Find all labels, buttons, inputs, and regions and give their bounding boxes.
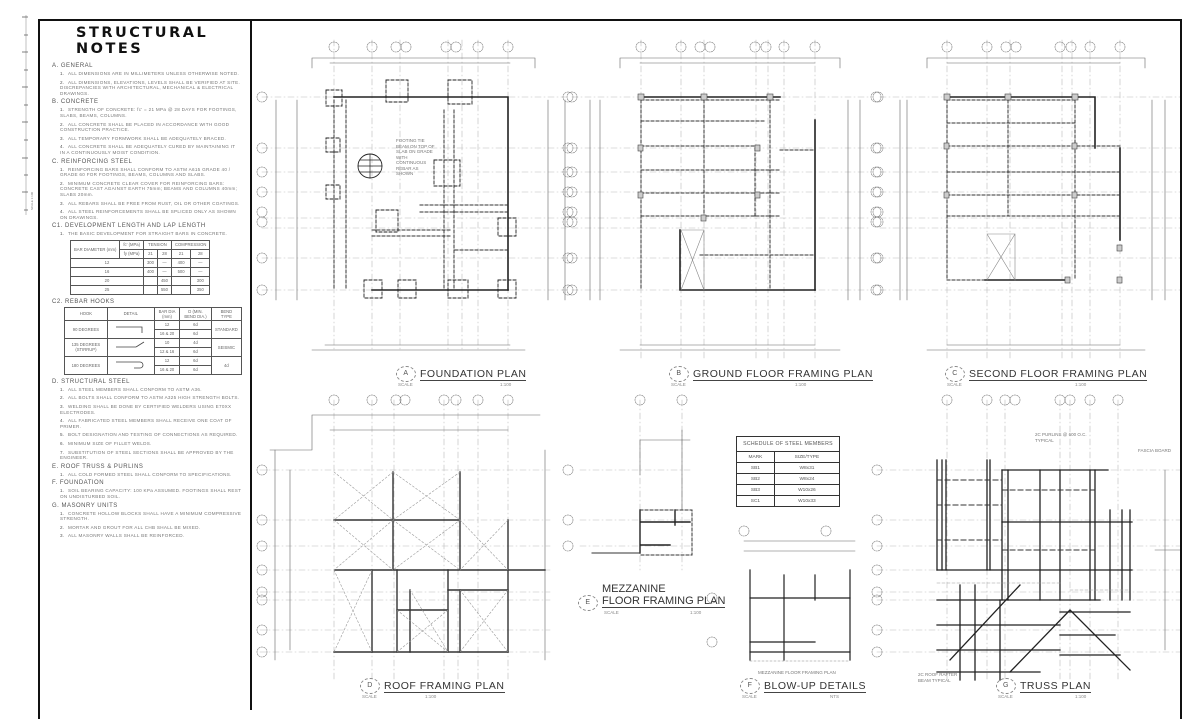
scale-label: SCALE: [398, 382, 413, 387]
notes-title: STRUCTURAL NOTES: [76, 25, 209, 57]
note-item: 2.MORTAR AND GROUT FOR ALL CHB SHALL BE …: [60, 524, 201, 530]
section-bubble-icon: A: [396, 366, 416, 382]
note-item: 1.REINFORCING BARS SHALL CONFORM TO ASTM…: [60, 166, 231, 178]
section-bubble-icon: B: [669, 366, 689, 382]
mezzanine-framing-drawing: [562, 394, 693, 571]
second-floor-framing-drawing: [870, 39, 1180, 361]
notes-section-roof-truss: E. ROOF TRUSS & PURLINS: [52, 463, 144, 470]
notes-section-development-length: C1. DEVELOPMENT LENGTH AND LAP LENGTH: [52, 223, 206, 230]
truss-plan-drawing: [871, 394, 1180, 681]
scale-value: 1:100: [1075, 382, 1087, 387]
scale-label: SCALE: [742, 694, 757, 699]
note-item: 4.ALL CONCRETE SHALL BE ADEQUATELY CURED…: [60, 144, 236, 155]
roof-framing-drawing: [256, 394, 551, 681]
blowup-subnote: MEZZANINE FLOOR FRAMING PLAN: [758, 670, 836, 675]
blowup-details-drawing: [706, 525, 856, 662]
note-item: 1.SOIL BEARING CAPACITY: 100 KPa ASSUMED…: [60, 488, 242, 499]
structural-notes-panel: STRUCTURAL NOTES A. GENERAL 1.ALL DIMENS…: [38, 19, 252, 710]
scale-value: NTS: [830, 694, 839, 699]
foundation-callout: FOOTING TIE BEAM ON TOP OF SLAB ON GRADE…: [396, 138, 435, 176]
scale-value: 1:100: [1075, 694, 1087, 699]
section-bubble-icon: G: [996, 678, 1016, 694]
note-item: 1.ALL COLD FORMED STEEL SHALL CONFORM TO…: [60, 471, 232, 477]
notes-section-concrete: B. CONCRETE: [52, 99, 99, 106]
truss-callout-fascia: FASCIA BOARD: [1138, 448, 1172, 453]
section-bubble-icon: E: [578, 595, 598, 611]
note-item: 3.ALL MASONRY WALLS SHALL BE REINFORCED.: [60, 533, 185, 539]
note-item: 6.MINIMUM SIZE OF FILLET WELDS.: [60, 441, 152, 447]
note-item: 3.ALL TEMPORARY FORMWORK SHALL BE ADEQUA…: [60, 135, 227, 141]
section-bubble-icon: F: [740, 678, 760, 694]
note-item: 2.ALL BOLTS SHALL CONFORM TO ASTM A325 H…: [60, 395, 240, 401]
scale-label: SCALE: [362, 694, 377, 699]
note-item: 7.SUBSTITUTION OF STEEL SECTIONS SHALL B…: [60, 449, 234, 461]
scale-value: 1:100: [500, 382, 512, 387]
note-item: 2.ALL DIMENSIONS, ELEVATIONS, LEVELS SHA…: [60, 79, 241, 96]
section-bubble-icon: C: [945, 366, 965, 382]
mezzanine-bubble: E: [578, 595, 602, 611]
truss-callout-rafter: 2C ROOF RAFTER BEAM TYPICAL: [918, 672, 958, 683]
notes-section-general: A. GENERAL: [52, 63, 94, 69]
scale-value: 1:100: [425, 694, 437, 699]
sheet-border: [38, 19, 1182, 719]
svg-text:SCALE 1:100: SCALE 1:100: [30, 191, 34, 210]
note-item: 2.ALL CONCRETE SHALL BE PLACED IN ACCORD…: [60, 121, 230, 133]
scale-value: 1:100: [690, 610, 702, 615]
note-item: 3.ALL REBARS SHALL BE FREE FROM RUST, OI…: [60, 200, 240, 206]
notes-section-rebar-hooks: C2. REBAR HOOKS: [52, 298, 115, 305]
scale-label: SCALE: [947, 382, 962, 387]
note-item: 4.ALL FABRICATED STEEL MEMBERS SHALL REC…: [60, 418, 232, 429]
note-item: 4.ALL STEEL REINFORCEMENTS SHALL BE SPLI…: [60, 209, 236, 220]
notes-section-reinforcing-steel: C. REINFORCING STEEL: [52, 158, 133, 165]
section-bubble-icon: D: [360, 678, 380, 694]
note-item: 1.ALL DIMENSIONS ARE IN MILLIMETERS UNLE…: [60, 71, 240, 76]
margin-scale-ruler: SCALE 1:100: [22, 15, 34, 215]
note-item: 5.BOLT DESIGNATION AND TESTING OF CONNEC…: [60, 432, 238, 438]
note-item: 1.CONCRETE HOLLOW BLOCKS SHALL HAVE A MI…: [60, 510, 242, 522]
scale-label: SCALE: [671, 382, 686, 387]
note-item: 3.WELDING SHALL BE DONE BY CERTIFIED WEL…: [60, 404, 232, 415]
note-item: 1.ALL STEEL MEMBERS SHALL CONFORM TO AST…: [60, 386, 202, 392]
note-item: 2.MINIMUM CONCRETE CLEAR COVER FOR REINF…: [60, 180, 238, 197]
ground-floor-framing-drawing: [566, 39, 884, 361]
schedule-title: SCHEDULE OF STEEL MEMBERS: [736, 436, 840, 452]
scale-label: SCALE: [998, 694, 1013, 699]
scale-label: SCALE: [604, 610, 619, 615]
scale-value: 1:100: [795, 382, 807, 387]
drawing-area: [256, 39, 1180, 681]
notes-section-foundation: F. FOUNDATION: [52, 480, 105, 487]
foundation-plan-drawing: [256, 39, 574, 351]
plan-title-mezzanine: MEZZANINE FLOOR FRAMING PLAN: [602, 583, 726, 608]
truss-callout-purlins: 2C PURLINS @ 600 O.C. TYPICAL: [1035, 432, 1087, 443]
notes-section-masonry: G. MASONRY UNITS: [52, 502, 118, 509]
note-item: 1.STRENGTH OF CONCRETE: fc' = 21 MPa @ 2…: [60, 107, 237, 118]
notes-section-structural-steel: D. STRUCTURAL STEEL: [52, 378, 130, 385]
note-item: 1.THE BASIC DEVELOPMENT FOR STRAIGHT BAR…: [60, 231, 228, 237]
